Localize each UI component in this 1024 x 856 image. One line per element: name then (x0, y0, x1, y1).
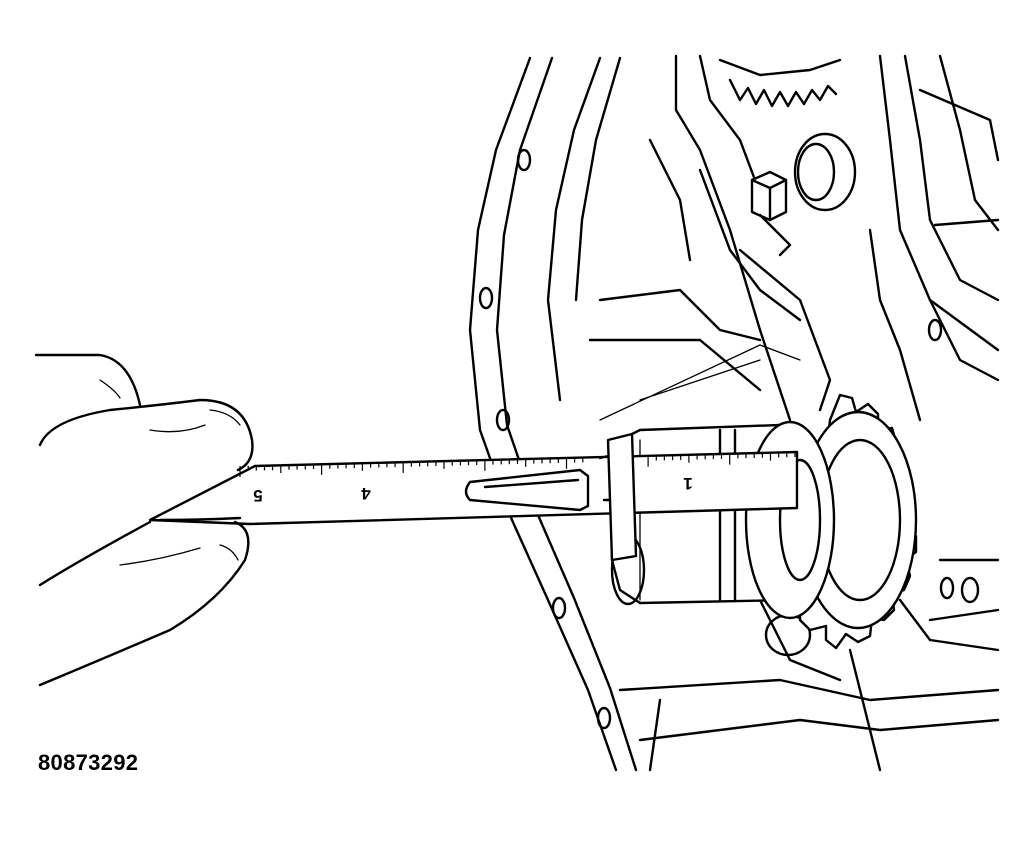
hand (34, 353, 254, 687)
scale-number-5: 5 (253, 486, 262, 505)
figure-id: 80873292 (38, 750, 139, 775)
scale-number-1: 1 (683, 474, 692, 493)
upper-gear (718, 58, 842, 108)
camshaft-hub (610, 420, 836, 620)
bolt-head (750, 170, 792, 257)
depth-gauge (148, 432, 799, 562)
engine-housing (468, 54, 1000, 772)
scale-number-4: 4 (361, 484, 371, 503)
boss (793, 132, 857, 212)
scale-labels: 5 4 1 (253, 474, 692, 505)
scale-tick-marks (239, 452, 796, 477)
camshaft-sprocket (798, 393, 918, 650)
